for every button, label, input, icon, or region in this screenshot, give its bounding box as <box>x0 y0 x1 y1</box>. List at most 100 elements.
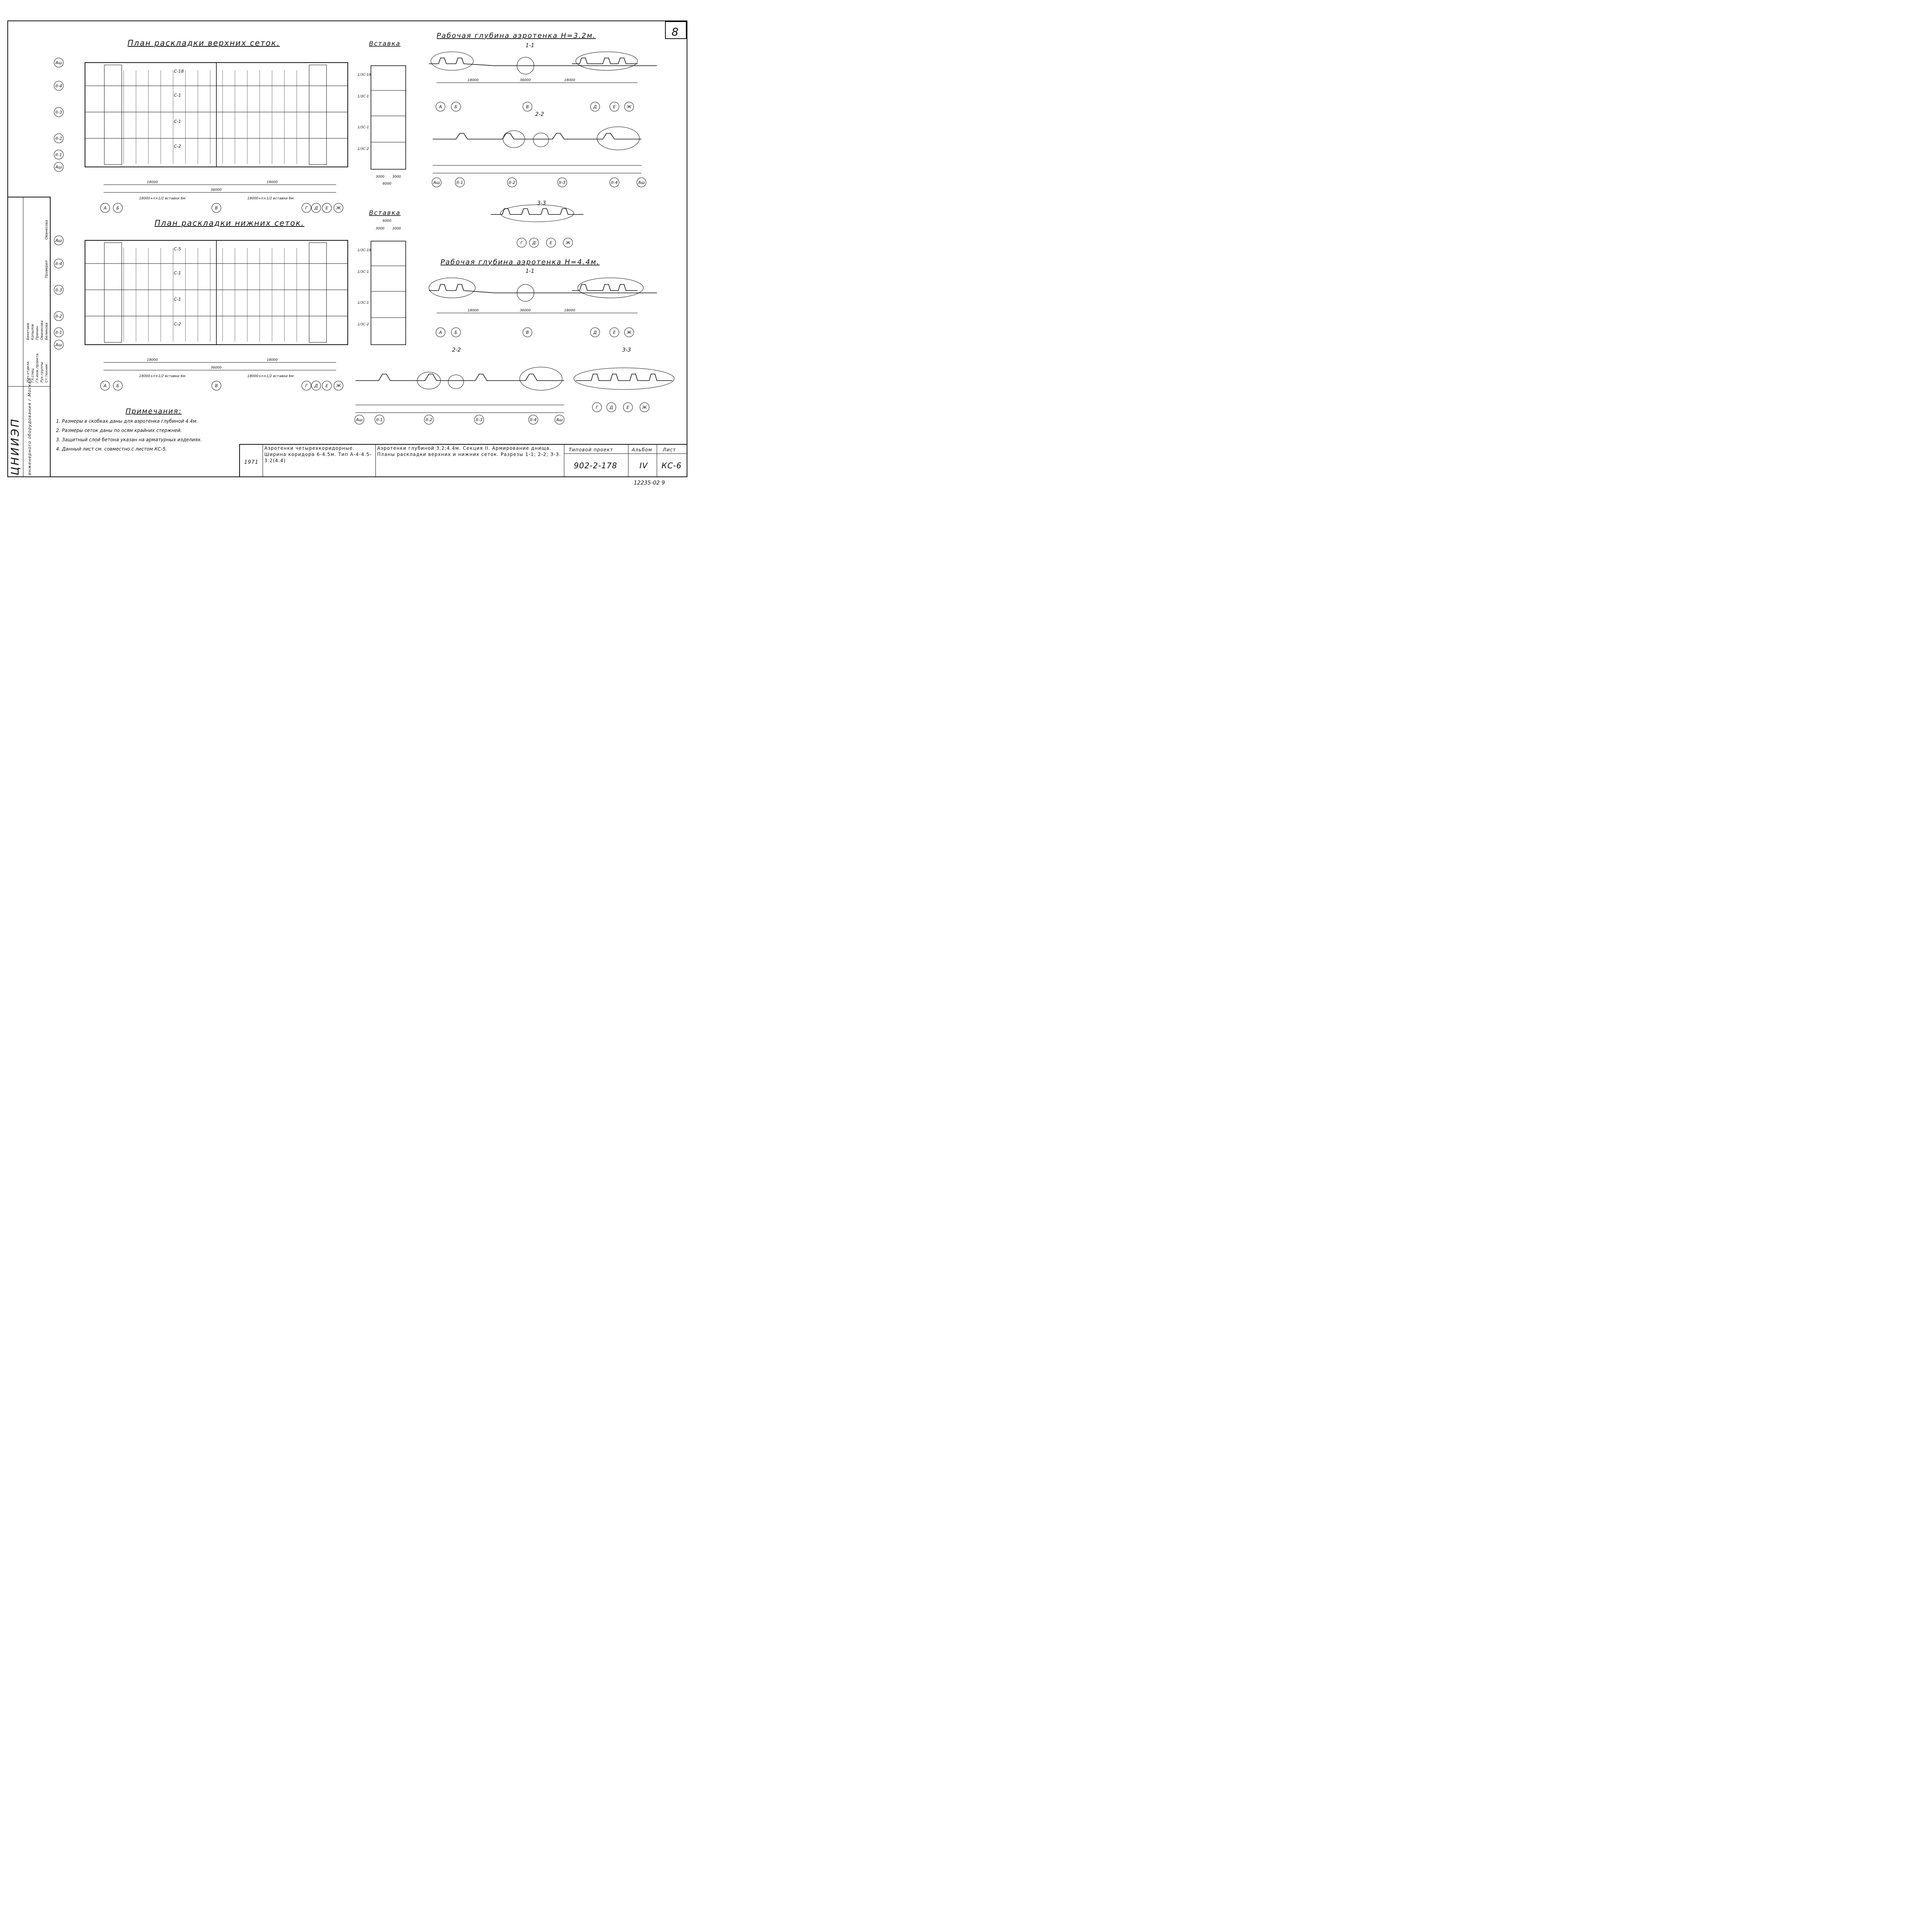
lower-dim-note-1: 18000+n×1/2 вставки 6м <box>139 374 185 378</box>
stamp-name-3: Принин <box>36 326 39 340</box>
stamp-album-label: Альбом <box>631 447 652 452</box>
lower-mesh-label-2: С-1 <box>174 270 181 276</box>
lower-axis-bubble <box>322 381 332 391</box>
sheet-number-box <box>665 21 687 39</box>
lower-axis-bubble <box>100 381 110 391</box>
stamp-role-6: Проверил <box>45 260 49 278</box>
upper-row-bubble <box>54 58 64 68</box>
lower-axis-label: Д <box>314 383 318 388</box>
s32-22-axis-label: II-1 <box>456 180 463 185</box>
upper-row-label: II-1 <box>55 152 62 157</box>
s44-11-axis-label: А <box>439 330 442 335</box>
lower-row-bubble <box>54 285 64 295</box>
s44-22-axis-bubble <box>374 415 384 425</box>
lower-row-label: II-4 <box>55 261 62 266</box>
s44-33-axis-label: Е <box>627 405 629 410</box>
section-32-dim-3: 18000 <box>564 78 575 82</box>
stamp-role-5: Ст.техник <box>45 364 49 383</box>
s44-33-axis-label: Д <box>609 405 613 410</box>
stamp-year: 1971 <box>244 459 259 465</box>
upper-mesh-label-4: С-2 <box>174 144 181 149</box>
s44-22-axis-bubble <box>528 415 538 425</box>
s44-11-axis-bubble <box>590 327 600 337</box>
upper-axis-bubble <box>322 203 332 213</box>
section-32-11-label: 1-1 <box>526 43 534 49</box>
s44-11-axis-bubble <box>609 327 619 337</box>
insert-upper-width: 6000 <box>383 182 391 186</box>
insert-lower: Вставка 6000 3000 3000 1/3С-18 1/3С-1 1/… <box>357 209 406 345</box>
upper-axis-bubble <box>301 203 311 213</box>
s32-11-axis-label: Б <box>454 104 457 109</box>
sections-32-title: Рабочая глубина аэротенка H=3.2м. <box>437 32 596 40</box>
insert-lower-label-2: 1/3С-1 <box>357 270 369 274</box>
s44-33-axis-bubble <box>606 402 616 412</box>
lower-row-bubble <box>54 259 64 269</box>
s44-11-axis-bubble <box>624 327 634 337</box>
section-44-22-label: 2-2 <box>452 347 461 353</box>
upper-row-label: II-3 <box>55 110 62 115</box>
section-32-33-label: 3-3 <box>537 200 546 206</box>
stamp-org-sub: инженерного оборудования г.Москва <box>27 378 32 475</box>
s44-33-axis-label: Ж <box>642 405 647 410</box>
upper-row-label: Аш <box>55 165 62 170</box>
lower-row-label: II-1 <box>55 330 62 335</box>
stamp-sheet-code: КС-6 <box>662 461 682 470</box>
s44-11-axis-label: Е <box>613 330 616 335</box>
s44-22-axis-bubble <box>554 415 565 425</box>
lower-row-bubble <box>54 340 64 350</box>
upper-row-bubble <box>54 133 64 143</box>
upper-axis-label: В <box>215 206 218 211</box>
upper-mesh-label-3: С-1 <box>174 119 181 124</box>
s44-22-axis-bubble <box>424 415 434 425</box>
s32-22-axis-bubble <box>557 177 567 187</box>
stamp-project-label: Типовой проект <box>569 447 613 452</box>
section-44-dim-1: 18000 <box>468 309 479 313</box>
upper-dim-note-2: 18000+n×1/2 вставки 6м <box>247 197 294 201</box>
upper-axis-bubble <box>100 203 110 213</box>
upper-row-bubble <box>54 81 64 91</box>
upper-plan: План раскладки верхних сеток. АшII-4II-3… <box>54 38 348 213</box>
upper-row-label: II-2 <box>55 136 62 141</box>
insert-upper-label-4: 1/3С-2 <box>357 147 369 151</box>
lower-row-bubble <box>54 311 64 321</box>
s44-22-axis-label: Аш <box>556 417 563 422</box>
insert-upper-half-2: 3000 <box>392 175 401 179</box>
lower-axis-label: Е <box>326 383 328 388</box>
s44-33-axis-bubble <box>592 402 602 412</box>
sections-44: Рабочая глубина аэротенка H=4.4м. 1-1 18… <box>354 258 675 425</box>
s32-33-axis-bubble <box>529 238 539 248</box>
side-mesh <box>104 242 122 343</box>
s32-33-axis-label: Г <box>520 240 523 245</box>
lower-axis-bubble <box>113 381 123 391</box>
upper-axis-label: Д <box>314 206 318 211</box>
insert-upper-half-1: 3000 <box>376 175 384 179</box>
insert-lower-title: Вставка <box>369 209 401 216</box>
upper-row-label: Аш <box>55 60 62 65</box>
sections-32: Рабочая глубина аэротенка H=3.2м. 1-1 18… <box>429 32 657 248</box>
lower-mesh-label-4: С-2 <box>174 321 181 327</box>
s32-22-axis-label: II-4 <box>611 180 617 185</box>
s44-11-axis-label: Б <box>454 330 457 335</box>
section-32-dim-1: 18000 <box>468 78 479 82</box>
s44-22-axis-label: II-1 <box>376 417 383 422</box>
title-block: 1971 Аэротенки четырехкоридорные. Ширина… <box>239 444 687 486</box>
side-mesh <box>309 65 327 165</box>
s44-33-axis-bubble <box>639 402 650 412</box>
insert-lower-half-2: 3000 <box>392 227 401 231</box>
upper-axis-bubble <box>311 203 321 213</box>
lower-axis-bubble <box>333 381 344 391</box>
stamp-role-3: Гл.инж.проекта <box>36 354 39 383</box>
section-32-22-label: 2-2 <box>535 111 544 117</box>
section-44-11-label: 1-1 <box>526 268 534 274</box>
lower-axis-label: А <box>103 383 107 388</box>
upper-plan-title: План раскладки верхних сеток. <box>128 38 280 48</box>
s32-33-axis-label: Д <box>532 240 536 245</box>
stamp-role-4: Рук.группы <box>40 362 44 383</box>
